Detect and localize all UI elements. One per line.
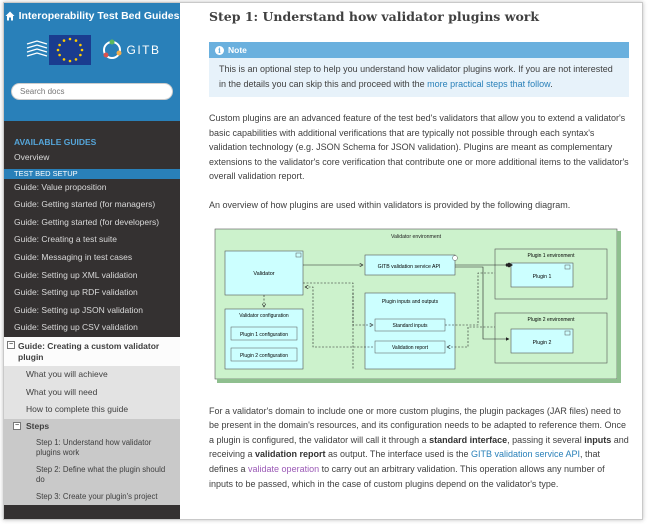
nav-item-guide[interactable]: Guide: Messaging in test cases <box>14 251 133 262</box>
io-label: Plugin inputs and outputs <box>382 299 439 305</box>
nav-step-item[interactable]: Step 1: Understand how validator plugins… <box>4 433 180 461</box>
nav-item-guide[interactable]: Guide: Setting up CSV validation <box>14 322 138 333</box>
window: Interoperability Test Bed Guides <box>3 2 643 520</box>
bold-validation-report: validation report <box>255 449 326 460</box>
note-title: Note <box>228 45 247 55</box>
nav-step-item[interactable]: Step 2: Define what the plugin should do <box>4 460 180 488</box>
note-end: . <box>550 78 553 89</box>
text: For a validator's domain to include one … <box>209 405 626 445</box>
validator-box <box>224 250 304 295</box>
plugin2-label: Plugin 2 <box>533 340 552 346</box>
note-text: This is an optional step to help you und… <box>219 64 613 89</box>
text: to carry out an arbitrary validation. Th… <box>209 463 605 489</box>
search-input[interactable]: Search docs <box>11 83 173 100</box>
page-title: Step 1: Understand how validator plugins… <box>209 9 540 24</box>
gitb-label: GITB <box>126 43 161 57</box>
paragraph-plugin-interface: For a validator's domain to include one … <box>209 404 629 492</box>
sidebar-header: Interoperability Test Bed Guides <box>4 3 180 121</box>
gitb-icon <box>103 39 122 59</box>
nav-caption: AVAILABLE GUIDES <box>14 137 97 147</box>
nav-item-guide[interactable]: Guide: Setting up XML validation <box>14 269 138 280</box>
nav-item-guide[interactable]: Guide: Getting started (for managers) <box>14 199 156 210</box>
nav-subitem[interactable]: How to complete this guide <box>4 401 180 419</box>
text: , that defines a <box>209 449 601 474</box>
nav-item-overview[interactable]: Overview <box>14 152 50 162</box>
standard-inputs-label: Standard inputs <box>392 323 428 329</box>
env-label: Validator environment <box>391 234 442 240</box>
logos: GITB <box>4 32 180 68</box>
note-body: This is an optional step to help you und… <box>209 58 629 97</box>
site-title-link[interactable]: Interoperability Test Bed Guides <box>4 9 180 23</box>
nav-section-test-bed-setup[interactable]: TEST BED SETUP <box>4 168 180 179</box>
plugin1-config-label: Plugin 1 configuration <box>240 332 288 338</box>
main-content: Step 1: Understand how validator plugins… <box>209 3 629 491</box>
nav-step-item[interactable]: Step 3: Create your plugin's project <box>4 487 180 505</box>
nav-subitem[interactable]: What you will achieve <box>4 365 180 384</box>
note-admonition: i Note This is an optional step to help … <box>209 42 629 97</box>
note-header: i Note <box>209 42 629 58</box>
nav-item-guide[interactable]: Guide: Setting up JSON validation <box>14 304 143 315</box>
text: , passing it several <box>507 434 585 445</box>
info-icon: i <box>215 45 224 55</box>
nav-item-guide[interactable]: Guide: Getting started (for developers) <box>14 216 160 227</box>
plugin2-env-label: Plugin 2 environment <box>528 317 576 323</box>
collapse-icon[interactable]: − <box>13 421 21 430</box>
european-commission-logo <box>27 35 92 65</box>
bold-inputs: inputs <box>584 434 612 445</box>
plugin-architecture-diagram: Validator environment Validator GITB val… <box>214 228 621 383</box>
plugin2-box <box>510 328 574 353</box>
nav-item-guide[interactable]: Guide: Setting up RDF validation <box>14 287 138 298</box>
validation-report-label: Validation report <box>392 345 429 351</box>
plugin1-label: Plugin 1 <box>533 274 552 280</box>
nav-subitem[interactable]: What you will need <box>4 383 180 402</box>
api-label: GITB validation service API <box>378 264 441 270</box>
plugin2-config-label: Plugin 2 configuration <box>240 353 288 359</box>
site-title: Interoperability Test Bed Guides <box>18 10 180 22</box>
paragraph-intro: Custom plugins are an advanced feature o… <box>209 113 629 182</box>
bold-standard-interface: standard interface <box>429 434 508 445</box>
steps-label: Steps <box>26 420 50 431</box>
sidebar-nav: AVAILABLE GUIDES Overview TEST BED SETUP… <box>4 121 180 505</box>
validator-label: Validator <box>253 271 274 277</box>
nav-item-guide[interactable]: Guide: Creating a test suite <box>14 234 118 245</box>
nav-item-guide[interactable]: Guide: Value proposition <box>14 181 107 192</box>
plugin1-box <box>510 262 574 287</box>
text: as output. The interface used is the <box>325 449 471 460</box>
current-guide-label: Guide: Creating a custom validator plugi… <box>18 340 160 362</box>
validate-operation-link[interactable]: validate operation <box>248 463 320 474</box>
plugin1-env-label: Plugin 1 environment <box>528 253 576 259</box>
gitb-logo: GITB <box>101 39 160 61</box>
collapse-icon[interactable]: − <box>7 340 15 349</box>
text: and receiving a <box>209 434 629 460</box>
nav-item-current-guide[interactable]: − Guide: Creating a custom validator plu… <box>4 336 180 366</box>
gitb-validation-api-link[interactable]: GITB validation service API <box>470 449 581 460</box>
home-icon <box>5 11 15 21</box>
sidebar: Interoperability Test Bed Guides <box>4 3 180 519</box>
config-label: Validator configuration <box>239 313 289 319</box>
practical-steps-link[interactable]: more practical steps that follow <box>427 78 551 89</box>
nav-steps-toggle[interactable]: − Steps <box>4 418 180 434</box>
paragraph-diagram-intro: An overview of how plugins are used with… <box>209 199 571 210</box>
